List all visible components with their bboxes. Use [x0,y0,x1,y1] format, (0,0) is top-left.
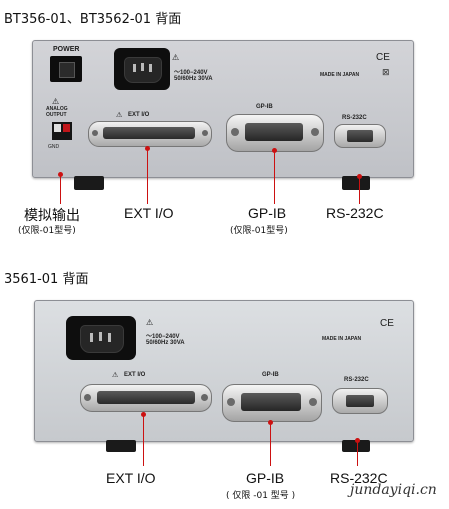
callout-analog-note: (仅限-01型号) [18,226,76,236]
callout-ext-io: EXT I/O [106,470,156,486]
made-in-japan-label: MADE IN JAPAN [320,72,360,78]
callout-gpib-note: ( 仅限 -01 型号 ) [226,491,296,501]
diagram1-title: BT356-01、BT3562-01 背面 [4,12,182,27]
made-in-japan-label: MADE IN JAPAN [322,336,362,342]
device-rear-panel-2 [34,300,414,442]
voltage-rating-line2: 50/60Hz 30VA [146,340,185,346]
callout-rs232c: RS-232C [330,470,388,486]
ac-power-inlet [66,316,136,360]
gpib-panel-label: GP-IB [262,372,279,378]
ce-mark: CE [380,318,394,329]
gpib-connector [226,114,324,152]
panel1-left-foot [74,176,104,190]
ext-io-panel-label: EXT I/O [124,372,146,378]
callout-rs232c: RS-232C [326,205,384,221]
callout-line-gpib [274,150,275,204]
callout-line-analog [60,174,61,204]
gpib-panel-label: GP-IB [256,104,273,110]
callout-line-rs232c [359,176,360,204]
panel2-left-foot [106,440,136,452]
ce-mark: CE [376,52,390,63]
gnd-label: GND [48,144,60,150]
callout-line-gpib [270,422,271,466]
warning-icon: ⚠ [146,318,154,327]
watermark: jundayiqi.cn [350,482,437,498]
ext-io-connector [88,121,212,147]
ext-io-panel-label: EXT I/O [128,112,150,118]
callout-gpib: GP-IB [248,205,287,221]
warning-icon: ⚠ [172,53,180,62]
callout-analog-output: 模拟输出 [24,207,80,223]
warning-icon: ⚠ [112,371,119,379]
power-switch[interactable] [50,56,82,82]
diagram2-title: 3561-01 背面 [4,272,89,287]
power-label: POWER [53,46,80,53]
weee-bin-icon: ⊠ [382,68,390,78]
analog-output-label: ANALOG OUTPUT [46,106,68,118]
rs232c-panel-label: RS-232C [342,115,367,121]
callout-line-rs232c [357,440,358,466]
panel1-right-foot [342,176,370,190]
gpib-connector [222,384,322,422]
analog-output-terminal[interactable] [52,122,72,140]
power-switch-rocker [59,62,75,78]
callout-gpib-note: (仅限-01型号) [230,226,288,236]
ac-power-inlet [114,48,170,90]
voltage-rating-line1: ～100−240V [174,70,208,76]
callout-ext-io: EXT I/O [124,205,174,221]
warning-icon: ⚠ [52,97,60,106]
callout-line-ext-io [143,414,144,466]
voltage-rating-line2: 50/60Hz 30VA [174,76,213,82]
callout-line-ext-io [147,148,148,204]
voltage-rating-line1: ～100−240V [146,334,180,340]
ext-io-connector [80,384,212,412]
warning-icon: ⚠ [116,111,123,119]
callout-gpib: GP-IB [246,470,285,486]
panel2-right-foot [342,440,370,452]
rs232c-connector [332,388,388,414]
rs232c-panel-label: RS-232C [344,377,369,383]
device-rear-panel-1 [32,40,414,178]
rs232c-connector [334,124,386,148]
